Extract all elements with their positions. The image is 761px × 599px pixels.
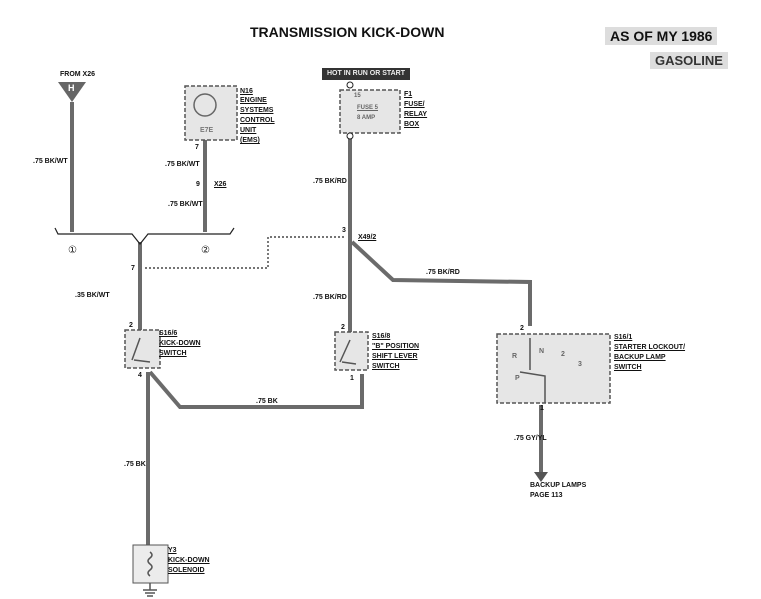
switch-icon [131, 337, 151, 363]
source-triangle [58, 82, 86, 102]
s16-6-line: KICK-DOWN [159, 340, 201, 347]
fuse-label: FUSE 5 [357, 105, 379, 111]
connector-label: X26 [214, 181, 227, 188]
y3-line: SOLENOID [168, 567, 205, 574]
s16-8-line: "B" POSITION [372, 343, 420, 350]
pin-label: 9 [196, 181, 200, 188]
switch-icon [519, 338, 546, 403]
s16-8-line: SHIFT LEVER [372, 353, 418, 360]
page-reference: PAGE 113 [530, 492, 563, 499]
connector-label: X49/2 [358, 234, 377, 241]
pin-label: 7 [195, 144, 199, 151]
position-label: P [515, 375, 520, 382]
wire-label: .75 BK/RD [313, 178, 347, 185]
terminal-icon [346, 81, 354, 89]
wire-ground [148, 370, 364, 409]
y3-line: KICK-DOWN [168, 557, 210, 564]
wire-label: .75 BK [256, 398, 278, 405]
pin-label: 2 [129, 322, 133, 329]
pin-label: 1 [350, 375, 354, 382]
wire-label: .75 GY/YL [514, 435, 547, 442]
wire-label: .75 BK/RD [313, 294, 347, 301]
s16-6-box [124, 329, 161, 369]
position-label: R [512, 353, 518, 360]
wire-label: .75 BK/RD [426, 269, 460, 276]
ref-marker: ② [201, 245, 210, 256]
pin-label: 2 [520, 325, 524, 332]
s16-1-line: STARTER LOCKOUT/ [614, 344, 686, 351]
s16-8-box [334, 331, 369, 371]
arrow-icon [534, 472, 548, 482]
fuel-badge: GASOLINE [650, 52, 728, 69]
wire-label: .75 BK/WT [168, 201, 203, 208]
s16-8-id: S16/8 [372, 333, 391, 340]
position-label: 2 [561, 351, 565, 358]
pin-label: 1 [540, 405, 544, 412]
hot-in-run-label: HOT IN RUN OR START [322, 68, 410, 80]
n16-line: UNIT [240, 127, 257, 134]
s16-1-line: SWITCH [614, 364, 642, 371]
wire-x49-right [350, 240, 532, 326]
y3-id: Y3 [168, 547, 177, 554]
s16-1-line: BACKUP LAMP [614, 354, 666, 361]
s16-6-line: SWITCH [159, 350, 187, 357]
pin-label: 7 [131, 265, 135, 272]
f1-id: F1 [404, 91, 413, 98]
ref-marker: ① [68, 245, 77, 256]
backup-lamps-label: BACKUP LAMPS [530, 482, 587, 489]
model-year-badge: AS OF MY 1986 [605, 27, 718, 45]
s16-6-id: S16/6 [159, 330, 178, 337]
n16-line: CONTROL [240, 117, 275, 124]
transistor-icon [193, 93, 217, 117]
terminal-icon [346, 132, 354, 140]
wire-label: .75 BK/WT [33, 158, 68, 165]
position-label: 3 [578, 361, 582, 368]
s16-1-box [496, 333, 611, 404]
dotted-wire [145, 236, 345, 269]
source-label: FROM X26 [60, 71, 96, 78]
f1-line: FUSE/ [404, 101, 425, 108]
source-symbol: H [68, 83, 75, 93]
f1-line: RELAY [404, 111, 428, 118]
f1-line: BOX [404, 121, 420, 128]
wire-label: .75 BK/WT [165, 161, 200, 168]
n16-id: N16 [240, 88, 253, 95]
switch-icon [339, 339, 357, 365]
page-title: TRANSMISSION KICK-DOWN [250, 24, 445, 40]
wire-label: .35 BK/WT [75, 292, 110, 299]
wire-label: .75 BK [124, 461, 146, 468]
f1-box [339, 89, 401, 134]
ground-icon [143, 583, 157, 597]
pin-label: 4 [138, 372, 142, 379]
position-label: N [539, 348, 545, 355]
fuse-amp: 8 AMP [357, 115, 376, 121]
n16-line: SYSTEMS [240, 107, 274, 114]
s16-1-id: S16/1 [614, 334, 633, 341]
pin-label: 2 [341, 324, 345, 331]
coil-icon [147, 551, 153, 577]
s16-8-line: SWITCH [372, 363, 400, 370]
pin-label: 15 [354, 93, 361, 99]
n16-line: ENGINE [240, 97, 267, 104]
n16-inner: E7E [200, 127, 214, 134]
n16-line: (EMS) [240, 137, 260, 144]
pin-label: 3 [342, 227, 346, 234]
splice-bus [54, 227, 235, 245]
